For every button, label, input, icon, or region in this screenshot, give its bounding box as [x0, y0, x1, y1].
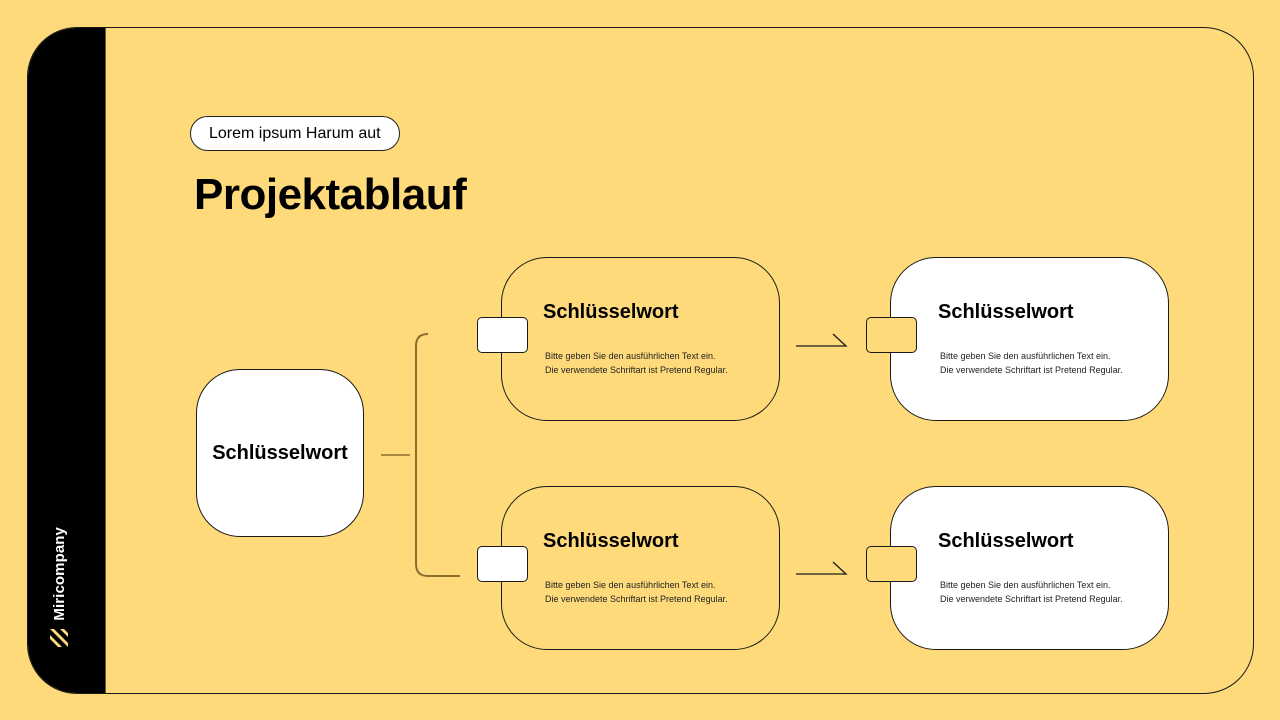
- card-description: Bitte geben Sie den ausführlichen Text e…: [545, 349, 728, 377]
- desc-line: Bitte geben Sie den ausführlichen Text e…: [545, 580, 716, 590]
- sidebar: Miricompany: [28, 28, 106, 693]
- desc-line: Bitte geben Sie den ausführlichen Text e…: [940, 351, 1111, 361]
- card-tab: [866, 546, 917, 582]
- card-title: Schlüsselwort: [938, 301, 1074, 323]
- brand-name: Miricompany: [50, 527, 68, 621]
- tag-label: Lorem ipsum Harum aut: [209, 124, 381, 142]
- card-title: Schlüsselwort: [938, 530, 1074, 552]
- card-description: Bitte geben Sie den ausführlichen Text e…: [940, 349, 1123, 377]
- step-card[interactable]: Schlüsselwort Bitte geben Sie den ausfüh…: [866, 257, 1169, 421]
- card-tab: [866, 317, 917, 353]
- desc-line: Die verwendete Schriftart ist Pretend Re…: [940, 365, 1123, 375]
- desc-line: Bitte geben Sie den ausführlichen Text e…: [545, 351, 716, 361]
- slide-frame: Miricompany Lorem ipsum Harum aut Projek…: [27, 27, 1254, 694]
- stripes-logo-icon: [50, 629, 68, 647]
- branch-bracket: [415, 333, 460, 577]
- card-title: Schlüsselwort: [543, 301, 679, 323]
- card-description: Bitte geben Sie den ausführlichen Text e…: [940, 578, 1123, 606]
- card-description: Bitte geben Sie den ausführlichen Text e…: [545, 578, 728, 606]
- step-card[interactable]: Schlüsselwort Bitte geben Sie den ausfüh…: [477, 486, 780, 650]
- root-label: Schlüsselwort: [212, 441, 348, 464]
- card-tab: [477, 546, 528, 582]
- brand: Miricompany: [50, 527, 68, 647]
- desc-line: Die verwendete Schriftart ist Pretend Re…: [545, 365, 728, 375]
- page-title: Projektablauf: [194, 170, 467, 219]
- card-tab: [477, 317, 528, 353]
- card-title: Schlüsselwort: [543, 530, 679, 552]
- tag-pill: Lorem ipsum Harum aut: [190, 116, 400, 151]
- root-node[interactable]: Schlüsselwort: [196, 369, 364, 537]
- arrow-icon: [796, 561, 848, 575]
- desc-line: Die verwendete Schriftart ist Pretend Re…: [940, 594, 1123, 604]
- step-card[interactable]: Schlüsselwort Bitte geben Sie den ausfüh…: [477, 257, 780, 421]
- step-card[interactable]: Schlüsselwort Bitte geben Sie den ausfüh…: [866, 486, 1169, 650]
- desc-line: Die verwendete Schriftart ist Pretend Re…: [545, 594, 728, 604]
- desc-line: Bitte geben Sie den ausführlichen Text e…: [940, 580, 1111, 590]
- arrow-icon: [796, 333, 848, 347]
